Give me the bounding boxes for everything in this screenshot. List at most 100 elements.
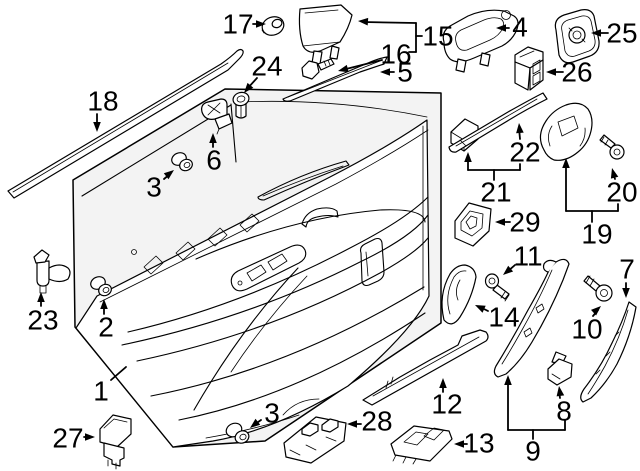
leader-line <box>110 366 127 381</box>
callout-17-17: 17 <box>222 9 266 40</box>
callout-8-8: 8 <box>556 386 572 427</box>
part-15-mirror-triangle-trim <box>298 4 353 65</box>
callout-19-19: 19 <box>562 158 619 250</box>
part-14-trim-cup <box>441 264 477 325</box>
callout-26-26: 26 <box>546 57 593 88</box>
part-7-sill-strip <box>580 301 637 403</box>
callout-24-24: 24 <box>244 51 283 93</box>
callout-label-24-24: 24 <box>251 51 282 82</box>
callout-label-7-7: 7 <box>619 254 635 285</box>
part-4-interior-handle <box>442 9 519 73</box>
callout-label-12-12: 12 <box>431 389 462 420</box>
callout-2-1: 2 <box>98 299 114 343</box>
callout-label-25-25: 25 <box>606 18 637 49</box>
callout-12-12: 12 <box>431 378 463 420</box>
callout-5-5: 5 <box>380 57 413 88</box>
callout-label-20-20: 20 <box>606 177 637 208</box>
callout-label-18-18: 18 <box>87 86 118 117</box>
part-12-lower-trim-strip <box>362 329 489 406</box>
callout-4-4: 4 <box>496 12 528 43</box>
arrowhead <box>100 299 108 309</box>
callout-label-13-13: 13 <box>463 428 494 459</box>
callout-20-20: 20 <box>606 168 638 208</box>
arrowhead <box>439 378 447 388</box>
callout-label-29-29: 29 <box>509 207 540 238</box>
arrowhead <box>37 292 45 302</box>
callout-label-26-26: 26 <box>561 57 592 88</box>
arrowhead <box>495 218 505 226</box>
callout-label-9-9: 9 <box>525 436 541 467</box>
arrowhead <box>591 306 601 316</box>
callout-21-21: 21 <box>464 152 521 208</box>
arrowhead <box>256 20 266 28</box>
callout-18-18: 18 <box>87 86 119 132</box>
arrowhead <box>358 17 369 26</box>
callout-3-3: 3 <box>250 398 280 429</box>
part-20-screw <box>599 134 625 160</box>
part-5-belt-trim-strip <box>282 56 388 102</box>
callout-label-27-27: 27 <box>52 423 83 454</box>
arrowhead <box>556 386 565 397</box>
arrowhead <box>503 265 514 275</box>
arrowhead <box>163 170 174 180</box>
arrowhead <box>93 122 101 132</box>
callout-label-21-21: 21 <box>480 177 511 208</box>
arrowhead <box>504 375 512 385</box>
callout-25-25: 25 <box>591 18 638 49</box>
callout-label-22-22: 22 <box>509 137 540 168</box>
part-19-pull-handle-bracket <box>539 102 593 161</box>
part-13-switch-bezel <box>390 425 453 465</box>
arrowhead <box>475 305 486 313</box>
pull-cup-switch-bezel <box>230 244 307 292</box>
arrowhead <box>622 288 630 298</box>
arrowhead <box>347 420 357 428</box>
callout-label-11-11: 11 <box>513 241 542 272</box>
callout-6-6: 6 <box>206 133 222 176</box>
callout-1-0: 1 <box>93 366 127 407</box>
door-card <box>75 119 430 448</box>
card-pocket <box>359 237 385 287</box>
part-17-grommet <box>261 16 285 36</box>
arrowhead <box>454 440 464 448</box>
arrowhead <box>610 168 619 179</box>
arrowhead <box>464 152 472 162</box>
callout-label-3-3: 3 <box>264 398 280 429</box>
leader-line <box>362 21 417 24</box>
part-29-switch <box>454 202 492 247</box>
part-23-clip <box>33 249 71 294</box>
part-11-screw <box>484 273 510 302</box>
callout-11-11: 11 <box>503 241 543 275</box>
door-release-handle <box>301 207 339 228</box>
part-27-lock-switch <box>99 414 132 470</box>
callout-label-3-2: 3 <box>146 172 162 203</box>
callout-16-16: 16 <box>338 39 412 73</box>
callout-13-13: 13 <box>454 428 495 459</box>
arrowhead <box>380 68 390 76</box>
arrowhead <box>546 68 556 76</box>
callout-label-5-5: 5 <box>397 57 413 88</box>
callout-22-22: 22 <box>509 123 541 168</box>
part-8-clip <box>547 351 573 386</box>
callout-label-16-16: 16 <box>380 39 411 70</box>
callout-14-14: 14 <box>475 302 520 333</box>
part-6-clip <box>201 98 233 135</box>
callout-15-15: 15 <box>358 17 454 53</box>
callout-label-17-17: 17 <box>222 9 253 40</box>
part-3-rivet-upper <box>171 152 193 172</box>
callout-10-10: 10 <box>571 306 603 345</box>
part-9-pillar-trim <box>493 258 570 378</box>
arrowhead <box>250 418 261 428</box>
callout-label-10-10: 10 <box>571 314 602 345</box>
callout-label-6-6: 6 <box>206 145 222 176</box>
callout-label-15-15: 15 <box>422 21 453 52</box>
callout-label-14-14: 14 <box>488 302 519 333</box>
panel-hole <box>131 249 137 255</box>
callout-9-9: 9 <box>504 375 566 467</box>
arrowhead <box>85 433 95 441</box>
arrowhead <box>244 82 254 93</box>
callout-29-29: 29 <box>495 207 541 238</box>
part-24-push-rivet <box>232 91 250 119</box>
part-16-bolt <box>301 58 335 80</box>
arrowhead <box>496 24 506 32</box>
